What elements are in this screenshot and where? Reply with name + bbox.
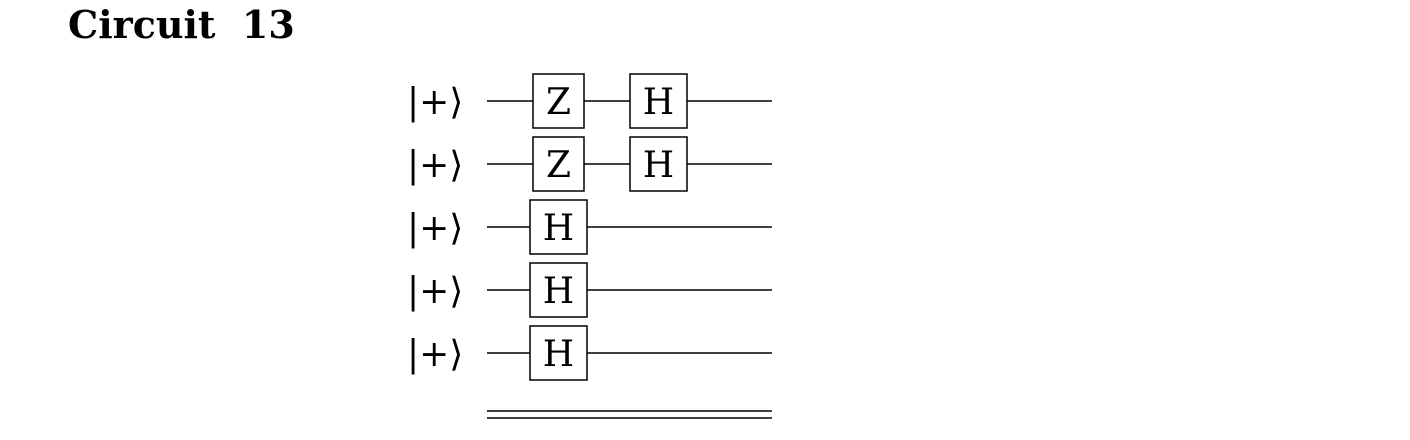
classical-register (487, 410, 772, 419)
qubit-labels: |+⟩ |+⟩ |+⟩ |+⟩ |+⟩ (407, 82, 463, 375)
qubit-label-0: |+⟩ (407, 82, 463, 123)
qubit-label-1: |+⟩ (407, 145, 463, 186)
qubit-label-3: |+⟩ (407, 271, 463, 312)
gate-z-label-0-0: Z (546, 82, 571, 123)
qubit-label-4: |+⟩ (407, 334, 463, 375)
gate-h-label-0-1: H (643, 82, 674, 123)
gate-h-box-2-0 (529, 199, 588, 255)
qubit-label-2: |+⟩ (407, 208, 463, 249)
gate-h-box-4-0 (529, 325, 588, 381)
gate-h-label-2-0: H (543, 208, 574, 249)
gate-h-label-3-0: H (543, 271, 574, 312)
gate-h-box-0-1 (629, 73, 688, 129)
gate-z-box-0-0 (532, 73, 585, 129)
circuit-title: Circuit 13 (68, 2, 295, 47)
gate-h-box-1-1 (629, 136, 688, 192)
gate-h-box-3-0 (529, 262, 588, 318)
gate-h-label-4-0: H (543, 334, 574, 375)
gate-z-label-1-0: Z (546, 145, 571, 186)
gate-h-label-1-1: H (643, 145, 674, 186)
gate-z-box-1-0 (532, 136, 585, 192)
